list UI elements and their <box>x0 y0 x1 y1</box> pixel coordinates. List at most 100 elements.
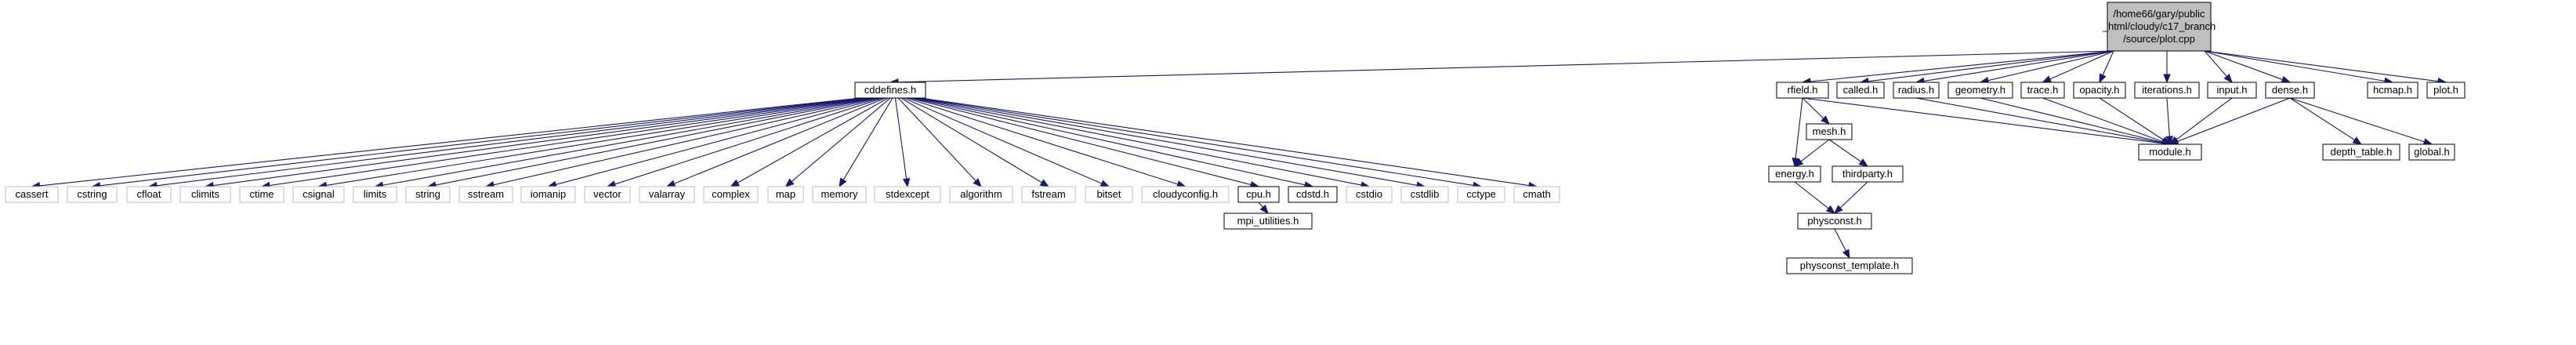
edge-line <box>909 97 1252 186</box>
node-root[interactable]: /home66/gary/public_html/cloudy/c17_bran… <box>2102 2 2216 52</box>
node-module[interactable]: module.h <box>2138 143 2202 161</box>
edge-line <box>1868 50 2114 82</box>
node-box <box>1947 82 2013 99</box>
node-complex: complex <box>703 186 759 203</box>
node-iterations[interactable]: iterations.h <box>2134 82 2200 99</box>
edge-arrowhead <box>2223 73 2233 84</box>
node-box <box>1513 186 1560 203</box>
edge-line <box>914 97 1362 186</box>
node-cpu[interactable]: cpu.h <box>1237 186 1280 203</box>
edge-root-to-plot <box>2204 50 2447 85</box>
edge-arrowhead <box>839 177 847 188</box>
node-global[interactable]: global.h <box>2408 143 2455 161</box>
node-label: rfield.h <box>1787 84 1817 96</box>
edge-rfield-to-module <box>1802 97 2172 147</box>
edge-line <box>1258 202 1263 208</box>
nodes-layer: /home66/gary/public_html/cloudy/c17_bran… <box>5 2 2465 274</box>
node-cstdio: cstdio <box>1346 186 1393 203</box>
node-label: complex <box>712 188 750 200</box>
edge-dense-to-depth_table <box>2289 97 2363 145</box>
node-box <box>1797 212 1872 230</box>
node-cddefines[interactable]: cddefines.h <box>854 82 926 99</box>
edge-arrowhead <box>2352 136 2363 145</box>
edge-line <box>1795 97 1803 159</box>
node-opacity[interactable]: opacity.h <box>2073 82 2126 99</box>
node-box <box>874 186 941 203</box>
node-physconst[interactable]: physconst.h <box>1797 212 1872 230</box>
node-cstdlib: cstdlib <box>1400 186 1449 203</box>
edge-cddefines-to-fstream <box>900 97 1050 187</box>
node-label: radius.h <box>1898 84 1934 96</box>
node-vector: vector <box>584 186 631 203</box>
node-label: vector <box>593 188 621 200</box>
node-box <box>1400 186 1449 203</box>
node-label: cloudyconfig.h <box>1153 188 1218 200</box>
node-mesh[interactable]: mesh.h <box>1806 123 1853 140</box>
node-label: string <box>415 188 440 200</box>
edge-line <box>1834 228 1846 252</box>
node-hcmap[interactable]: hcmap.h <box>2367 82 2418 99</box>
node-label: mpi_utilities.h <box>1237 215 1299 227</box>
edge-line <box>1839 181 1868 209</box>
node-label: map <box>776 188 795 200</box>
edge-geometry-to-module <box>1980 97 2172 147</box>
node-mpi-utilities[interactable]: mpi_utilities.h <box>1223 212 1313 230</box>
node-box <box>2138 143 2202 161</box>
node-energy[interactable]: energy.h <box>1768 165 1821 183</box>
node-box <box>2107 2 2212 52</box>
edge-line <box>1987 50 2114 82</box>
node-label: cstdlib <box>1411 188 1440 200</box>
node-box <box>1223 212 1313 230</box>
node-dense[interactable]: dense.h <box>2265 82 2315 99</box>
node-box <box>405 186 451 203</box>
edge-line <box>2102 50 2114 76</box>
node-label: /home66/gary/public <box>2113 8 2205 20</box>
node-physconst-template[interactable]: physconst_template.h <box>1786 257 1913 274</box>
node-label: physconst_template.h <box>1800 260 1899 271</box>
node-label: cassert <box>16 188 49 200</box>
edge-arrowhead <box>1825 205 1836 214</box>
edge-cddefines-to-algorithm <box>897 97 982 187</box>
node-label: bitset <box>1096 188 1121 200</box>
node-geometry[interactable]: geometry.h <box>1947 82 2013 99</box>
node-cloudyconfig: cloudyconfig.h <box>1141 186 1230 203</box>
edge-line <box>100 97 863 187</box>
node-label: called.h <box>1843 84 1879 96</box>
edge-arrowhead <box>2099 73 2107 84</box>
node-radius[interactable]: radius.h <box>1893 82 1940 99</box>
edge-line <box>2042 97 2163 143</box>
node-stdexcept: stdexcept <box>874 186 941 203</box>
node-cdstd[interactable]: cdstd.h <box>1288 186 1338 203</box>
node-box <box>1021 186 1076 203</box>
node-label: sstream <box>468 188 504 200</box>
node-plot[interactable]: plot.h <box>2426 82 2465 99</box>
edge-arrowhead <box>1858 158 1869 167</box>
edge-root-to-dense <box>2204 50 2292 83</box>
edge-line <box>382 97 875 186</box>
node-rfield[interactable]: rfield.h <box>1776 82 1829 99</box>
edge-input-to-module <box>2168 97 2233 145</box>
node-box <box>179 186 231 203</box>
node-input[interactable]: input.h <box>2207 82 2257 99</box>
edge-line <box>2204 50 2227 77</box>
edge-thirdparty-to-physconst <box>1834 181 1868 214</box>
node-thirdparty[interactable]: thirdparty.h <box>1831 165 1904 183</box>
node-cfloat: cfloat <box>126 186 172 203</box>
edge-line <box>903 97 1103 184</box>
node-trace[interactable]: trace.h <box>2020 82 2065 99</box>
edge-line <box>2289 97 2425 143</box>
node-box <box>584 186 631 203</box>
edge-arrowhead <box>1821 115 1830 125</box>
node-label: cddefines.h <box>864 84 917 96</box>
edge-line <box>737 97 889 183</box>
node-called[interactable]: called.h <box>1836 82 1885 99</box>
node-depth-table[interactable]: depth_table.h <box>2322 143 2400 161</box>
edge-mesh-to-energy <box>1793 139 1830 167</box>
node-box <box>126 186 172 203</box>
edge-line <box>156 97 865 187</box>
edge-line <box>900 97 1042 183</box>
node-label: memory <box>821 188 858 200</box>
edge-cddefines-to-cstdio <box>914 97 1371 189</box>
edge-line <box>614 97 884 185</box>
edge-arrowhead <box>1039 179 1050 187</box>
